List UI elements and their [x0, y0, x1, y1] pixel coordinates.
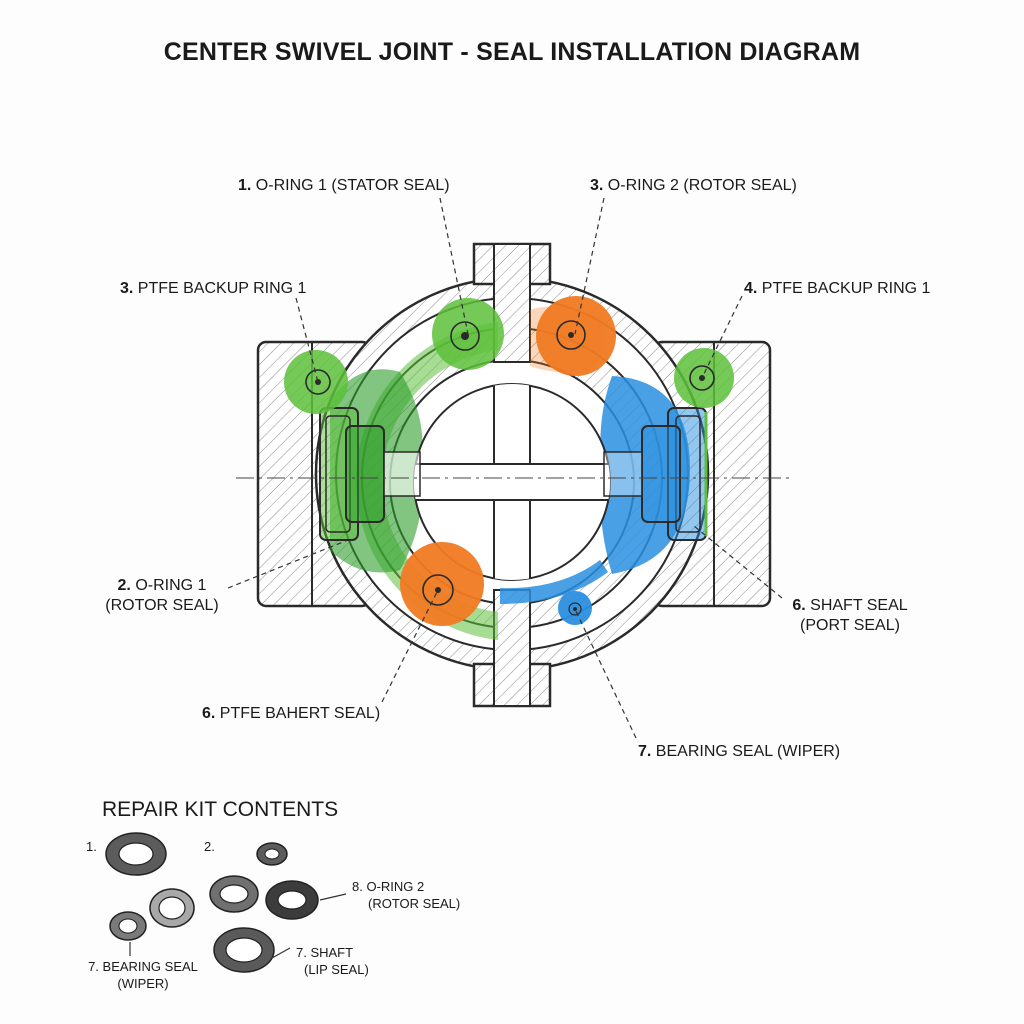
kit-label-8: 8. O-RING 2 (ROTOR SEAL) [352, 878, 460, 912]
kit-ring-7-bearing [109, 911, 147, 941]
marker-backup-ring-left [284, 350, 348, 414]
callout-ptfe-seal: 6. PTFE BAHERT SEAL) [202, 704, 380, 724]
marker-bearing-seal [558, 591, 592, 625]
kit-label-line2: (WIPER) [117, 976, 169, 991]
callout-text-line1: O-RING 1 [135, 577, 207, 594]
callout-number: 7. [638, 743, 652, 760]
callout-text: PTFE BAHERT SEAL) [219, 705, 381, 722]
kit-ring-2 [209, 875, 259, 913]
kit-label-2: 2. [204, 839, 215, 854]
callout-oring1-rotor: 2. O-RING 1 (ROTOR SEAL) [104, 576, 220, 616]
callout-text: O-RING 2 (ROTOR SEAL) [607, 177, 797, 194]
kit-label-7-bearing: 7. BEARING SEAL (WIPER) [80, 958, 206, 992]
right-port-block [603, 407, 708, 541]
callout-bearing-seal: 7. BEARING SEAL (WIPER) [638, 742, 840, 762]
repair-kit-rings [105, 832, 347, 973]
callout-text-line1: SHAFT SEAL [810, 597, 908, 614]
kit-ring-1 [105, 832, 167, 876]
callout-number: 3. [120, 280, 134, 297]
callout-number: 2. [117, 577, 131, 594]
diagram-title: CENTER SWIVEL JOINT - SEAL INSTALLATION … [163, 38, 861, 66]
left-port-block [319, 407, 421, 541]
kit-ring-7-shaft [213, 927, 275, 973]
central-bore [413, 383, 611, 581]
callout-text-line2: (PORT SEAL) [800, 617, 900, 634]
callout-number: 6. [792, 597, 806, 614]
kit-ring-small-top [256, 842, 288, 866]
callout-oring2-rotor: 3. O-RING 2 (ROTOR SEAL) [590, 176, 797, 196]
kit-label-line1: 7. SHAFT [296, 945, 354, 960]
kit-label-1: 1. [86, 839, 97, 854]
callout-text-line2: (ROTOR SEAL) [105, 597, 219, 614]
kit-label-line1: 8. O-RING 2 [352, 879, 425, 894]
kit-label-7-shaft: 7. SHAFT (LIP SEAL) [296, 944, 369, 978]
kit-ring-light [149, 888, 195, 928]
callout-backup-ring-right: 4. PTFE BACKUP RING 1 [744, 279, 930, 299]
kit-ring-8-oring2 [265, 880, 319, 920]
repair-kit-title: REPAIR KIT CONTENTS [102, 798, 339, 821]
callout-number: 3. [590, 177, 604, 194]
callout-text: PTFE BACKUP RING 1 [761, 280, 931, 297]
callout-text: PTFE BACKUP RING 1 [137, 280, 307, 297]
callout-text: BEARING SEAL (WIPER) [655, 743, 841, 760]
kit-label-line2: (ROTOR SEAL) [368, 896, 461, 911]
callout-shaft-seal: 6. SHAFT SEAL (PORT SEAL) [786, 596, 914, 636]
callout-number: 4. [744, 280, 758, 297]
leader-lines [227, 197, 783, 739]
callout-text: O-RING 1 (STATOR SEAL) [255, 177, 450, 194]
marker-oring2-rotor [536, 296, 616, 376]
callout-backup-ring-left: 3. PTFE BACKUP RING 1 [120, 279, 306, 299]
marker-ptfe-seal-bottom [400, 542, 484, 626]
marker-backup-ring-right [674, 348, 734, 408]
callout-oring1-stator: 1. O-RING 1 (STATOR SEAL) [238, 176, 450, 196]
callout-number: 1. [238, 177, 252, 194]
kit-label-line1: 7. BEARING SEAL [88, 959, 198, 974]
callout-number: 6. [202, 705, 216, 722]
kit-label-line2: (LIP SEAL) [304, 962, 369, 977]
